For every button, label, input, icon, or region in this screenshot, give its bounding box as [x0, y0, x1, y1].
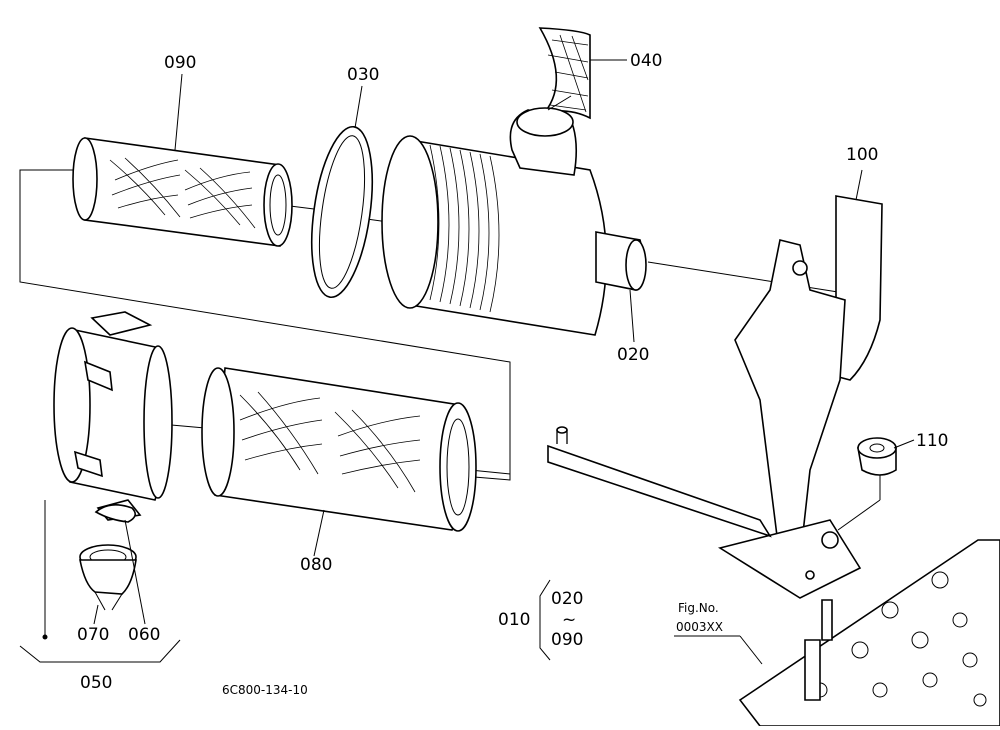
- label-090: 090: [164, 53, 196, 73]
- label-110: 110: [916, 431, 948, 451]
- drain-valve: [79, 544, 137, 611]
- mounting-bracket: [547, 195, 883, 599]
- range-start: 020: [551, 589, 583, 609]
- label-030: 030: [347, 65, 379, 85]
- label-050: 050: [80, 673, 112, 693]
- figure-reference: Fig.No. 0003XX: [674, 601, 763, 665]
- assembly-outline: [19, 169, 511, 481]
- label-010: 010: [498, 610, 530, 630]
- label-040: 040: [630, 51, 662, 71]
- air-cleaner-housing: [381, 107, 647, 336]
- inner-filter-element: [72, 137, 293, 247]
- fig-label: Fig.No.: [678, 601, 719, 615]
- engine-block: [738, 539, 1000, 727]
- label-leaders: [93, 59, 915, 625]
- label-060: 060: [128, 625, 160, 645]
- label-080: 080: [300, 555, 332, 575]
- range-separator: ~: [562, 610, 576, 630]
- range-group-010: 010 020 ~ 090: [498, 579, 583, 661]
- end-cap: [53, 311, 173, 521]
- drawing-code: 6C800-134-10: [222, 683, 308, 697]
- ring-gasket: [310, 125, 374, 299]
- outer-filter-element: [201, 367, 477, 532]
- clip: [94, 504, 136, 523]
- label-100: 100: [846, 145, 878, 165]
- label-070: 070: [77, 625, 109, 645]
- label-020: 020: [617, 345, 649, 365]
- hatched-cover: [538, 27, 591, 120]
- range-end: 090: [551, 630, 583, 650]
- group-bracket-050: [19, 634, 181, 663]
- collar-nut: [857, 437, 897, 476]
- fig-number: 0003XX: [676, 620, 723, 634]
